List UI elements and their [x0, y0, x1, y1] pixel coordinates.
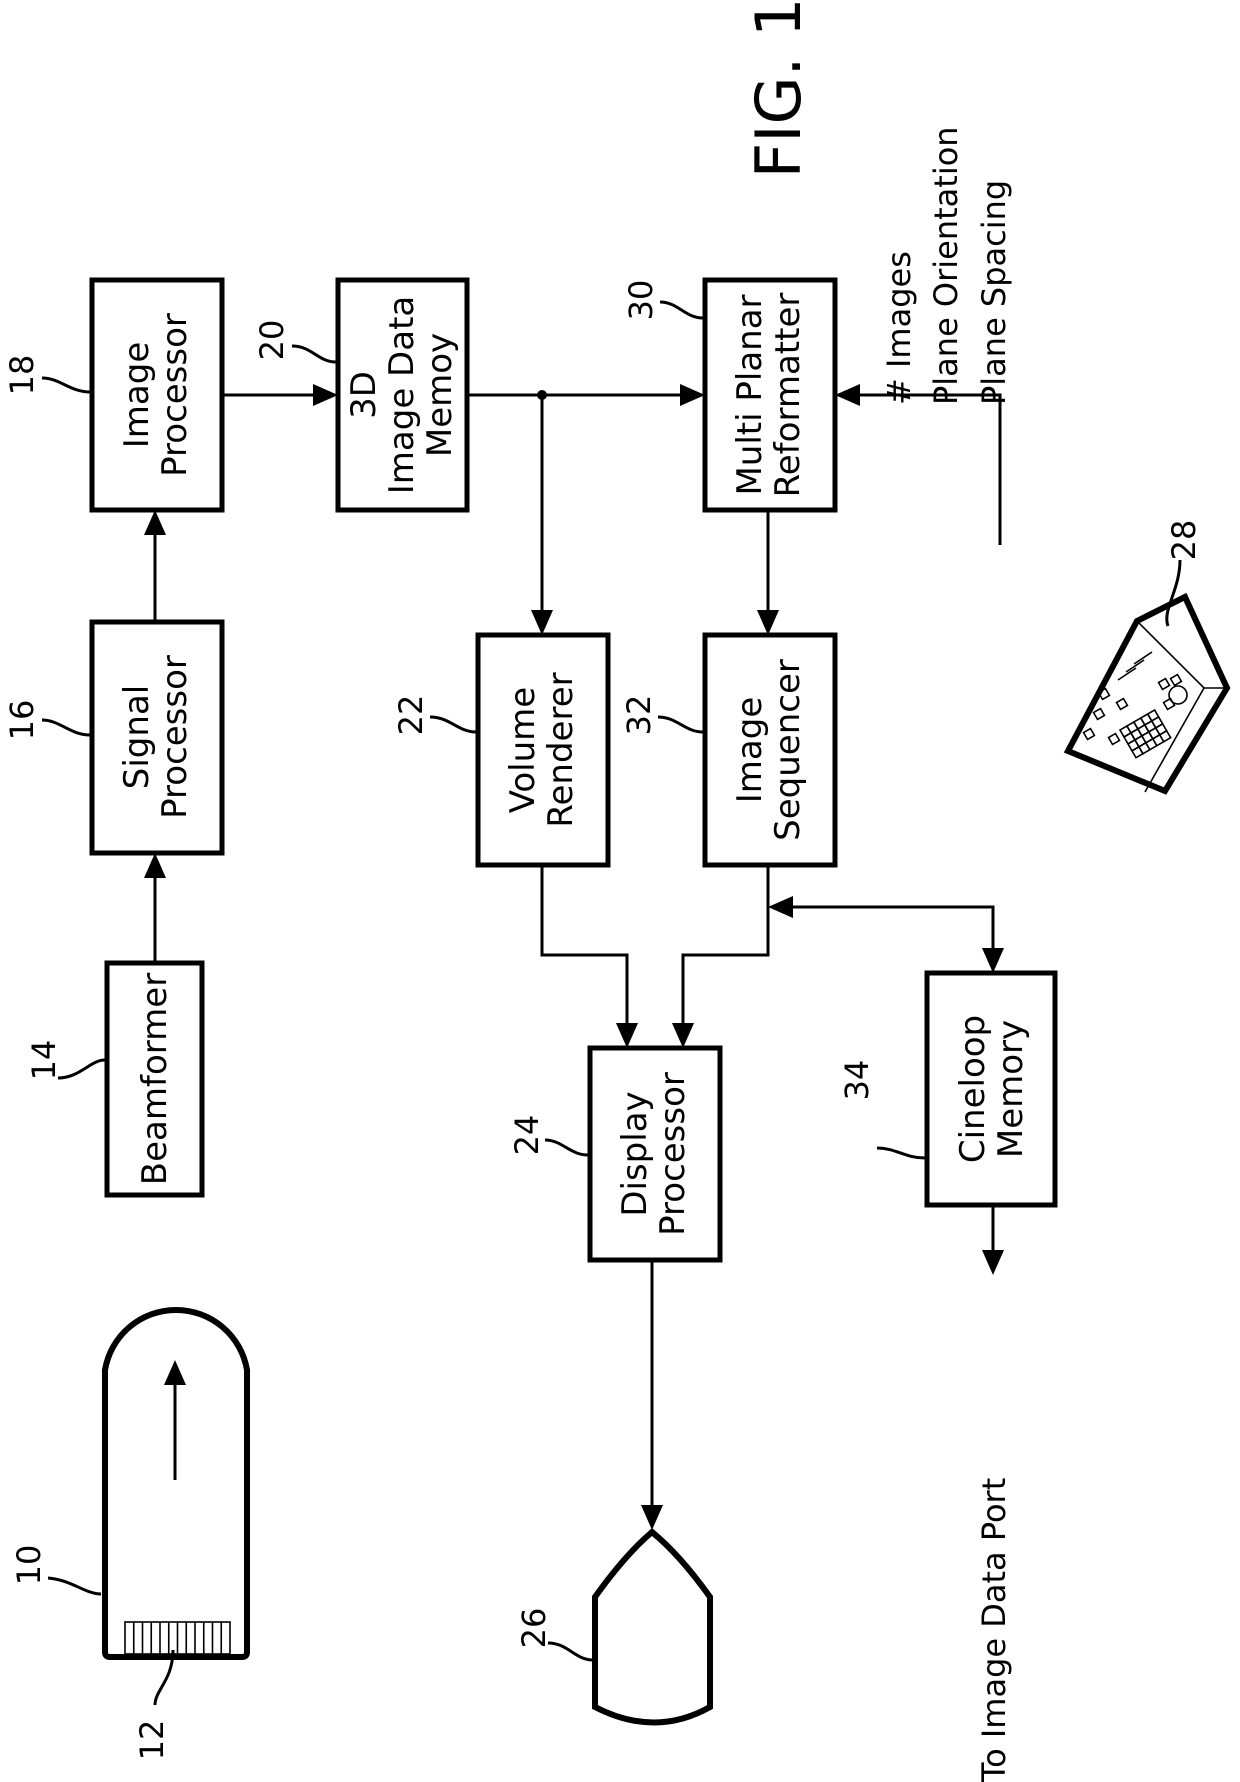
- arrow-head: [757, 610, 779, 635]
- block-label: Processor: [653, 1072, 693, 1236]
- param-num-images: # Images: [880, 251, 918, 405]
- block-label: 3D: [344, 371, 384, 419]
- block-signal-processor: Signal Processor: [92, 622, 222, 853]
- ref-10: 10: [10, 1545, 48, 1586]
- panel-key: [1109, 734, 1120, 745]
- arrow-head: [982, 1250, 1004, 1275]
- output-label: To Image Data Port: [975, 1478, 1013, 1782]
- arrow-head: [672, 1023, 694, 1048]
- arrow-head: [616, 1023, 638, 1048]
- ref-26: 26: [515, 1608, 553, 1649]
- panel-slider: [1126, 660, 1144, 672]
- param-plane-orientation: Plane Orientation: [927, 126, 965, 405]
- block-label: Cineloop: [953, 1015, 993, 1163]
- ref-30: 30: [622, 280, 660, 321]
- block-beamformer: Beamformer: [107, 963, 202, 1195]
- leader-10: [48, 1578, 101, 1594]
- block-label: Processor: [155, 313, 195, 477]
- leader-20: [292, 346, 336, 362]
- leader-34: [877, 1148, 925, 1158]
- block-label: Image: [730, 697, 770, 803]
- arrow-head: [768, 896, 793, 918]
- arrow-head: [641, 1505, 663, 1530]
- ref-22: 22: [392, 695, 430, 736]
- panel-keypad: [1120, 710, 1171, 758]
- block-image-processor: Image Processor: [92, 280, 222, 510]
- param-plane-spacing: Plane Spacing: [975, 180, 1013, 405]
- block-label: Signal: [117, 685, 157, 789]
- leader-26: [548, 1643, 593, 1660]
- panel-slider: [1118, 668, 1136, 680]
- block-label: Beamformer: [135, 973, 175, 1185]
- ref-18: 18: [3, 355, 41, 396]
- block-label: Renderer: [541, 672, 581, 827]
- ref-12: 12: [133, 1720, 171, 1761]
- panel-key: [1171, 675, 1182, 686]
- figure-title: FIG. 1: [742, 0, 815, 178]
- connector: [683, 865, 768, 1043]
- leader-18: [42, 378, 90, 392]
- block-3d-image-data-memory: 3D Image Data Memoy: [338, 280, 467, 510]
- leader-22: [430, 717, 476, 732]
- arrow-head: [164, 1360, 186, 1385]
- display-monitor-icon: [595, 1532, 710, 1723]
- panel-key: [1164, 699, 1175, 710]
- panel-knob: [1169, 686, 1187, 704]
- arrow-head: [144, 510, 166, 535]
- block-label: Memory: [991, 1020, 1031, 1158]
- panel-key: [1159, 679, 1170, 690]
- connector: [542, 865, 627, 1043]
- arrow-head: [835, 384, 860, 406]
- block-display-processor: Display Processor: [590, 1048, 720, 1260]
- panel-slider: [1134, 652, 1152, 664]
- block-label: Display: [615, 1091, 655, 1216]
- block-label: Image Data: [382, 296, 422, 494]
- panel-key: [1084, 729, 1095, 740]
- ref-28: 28: [1165, 520, 1203, 561]
- ref-16: 16: [3, 700, 41, 741]
- block-label: Memoy: [420, 333, 460, 457]
- block-label: Reformatter: [768, 293, 808, 498]
- ref-20: 20: [253, 320, 291, 361]
- leader-30: [660, 302, 703, 318]
- leader-32: [658, 717, 703, 732]
- panel-key: [1117, 699, 1128, 710]
- block-label: Sequencer: [768, 659, 808, 841]
- panel-key: [1094, 709, 1105, 720]
- arrow-head: [144, 853, 166, 878]
- leader-14: [58, 1060, 105, 1078]
- ref-14: 14: [25, 1040, 63, 1081]
- connector: [840, 395, 1000, 545]
- leader-28: [1167, 560, 1180, 626]
- arrow-head: [531, 610, 553, 635]
- block-cineloop-memory: Cineloop Memory: [927, 973, 1055, 1205]
- arrow-head: [313, 384, 338, 406]
- block-label: Image: [117, 342, 157, 448]
- ref-34: 34: [838, 1060, 876, 1101]
- arrow-head: [982, 948, 1004, 973]
- block-volume-renderer: Volume Renderer: [478, 635, 608, 865]
- block-multi-planar-reformatter: Multi Planar Reformatter: [705, 280, 835, 510]
- transducer-array-icon: [125, 1622, 230, 1654]
- leader-16: [42, 720, 90, 735]
- arrow-head: [680, 384, 705, 406]
- leader-24: [545, 1140, 588, 1155]
- control-panel-icon: [1068, 597, 1227, 792]
- ref-32: 32: [620, 695, 658, 736]
- ref-24: 24: [508, 1115, 546, 1156]
- connector: [773, 907, 993, 968]
- block-label: Processor: [155, 655, 195, 819]
- block-label: Volume: [503, 687, 543, 813]
- ultrasound-probe: [105, 1310, 247, 1657]
- keypad-key: [1160, 731, 1171, 742]
- block-label: Multi Planar: [730, 294, 770, 495]
- block-image-sequencer: Image Sequencer: [705, 635, 835, 865]
